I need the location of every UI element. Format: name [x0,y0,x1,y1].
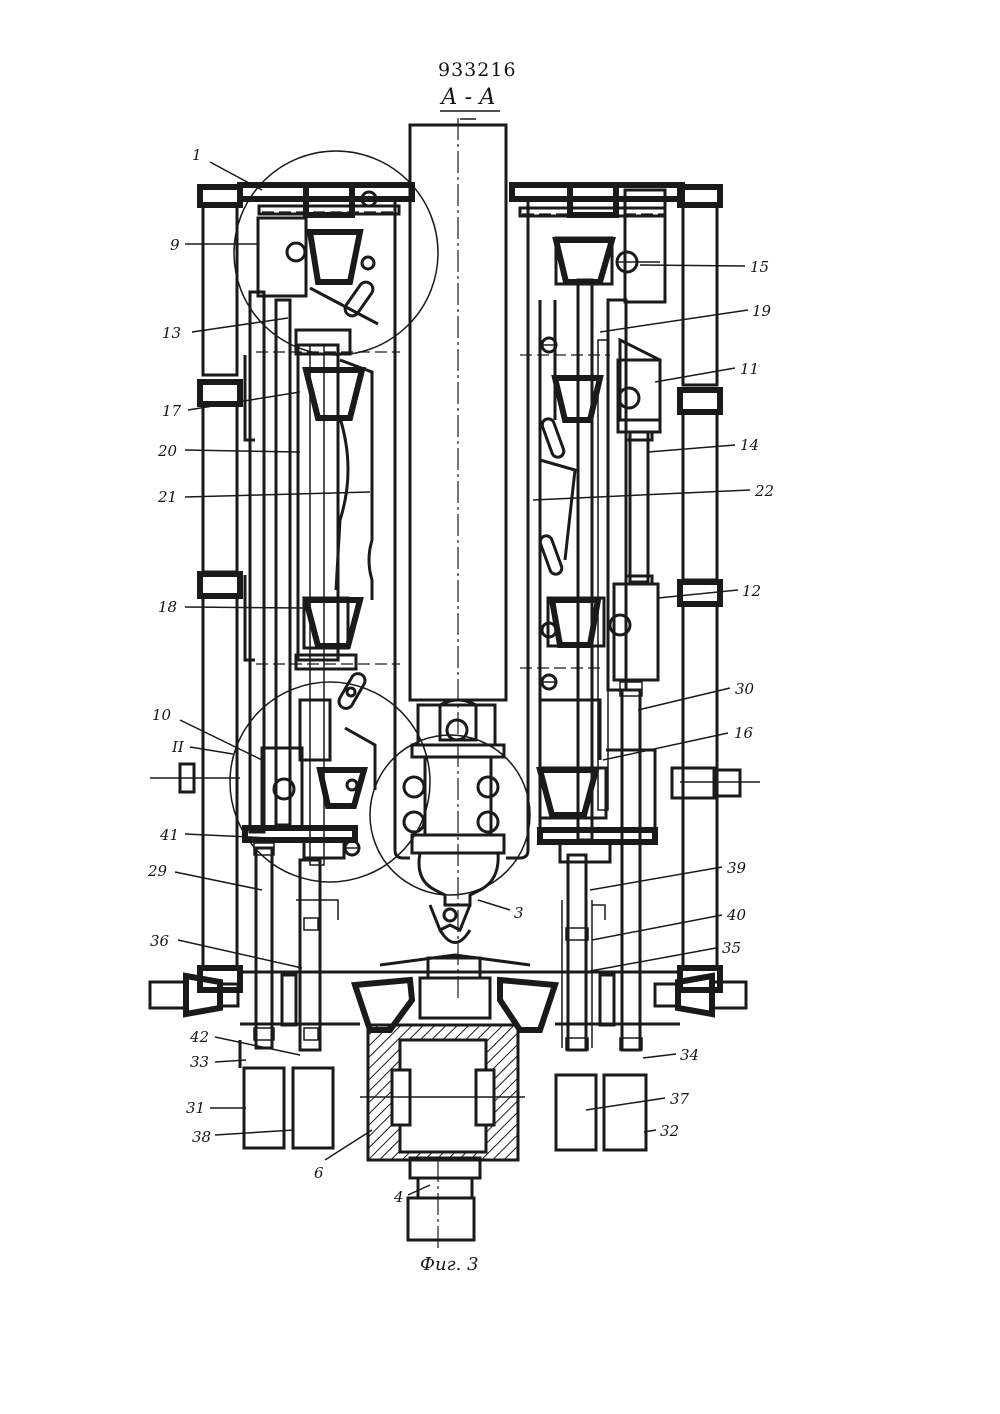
detail-circle-top [233,150,439,356]
leader-lines [174,161,751,1196]
callout-1: 1 [192,146,202,164]
coupling-3 [369,698,531,944]
callout-II: II [171,738,185,756]
callout-labels: 1 9 13 17 20 21 18 10 II 41 29 36 42 33 … [147,146,774,1206]
drawing: 1 9 13 17 20 21 18 10 II 41 29 36 42 33 … [147,118,774,1250]
callout-32: 32 [660,1122,679,1140]
callout-13: 13 [162,324,181,342]
callout-30: 30 [735,680,755,698]
callout-35: 35 [722,939,741,957]
callout-12: 12 [742,582,761,600]
drive-assembly [350,953,560,1250]
right-cylinders [554,681,648,1152]
callout-21: 21 [157,488,177,506]
detail-circle-II [229,681,431,883]
callout-20: 20 [157,442,178,460]
callout-41: 41 [159,826,179,844]
callout-29: 29 [147,862,168,880]
callout-34: 34 [680,1046,699,1064]
callout-14: 14 [740,436,759,454]
section-label: А - А [439,85,496,110]
callout-4: 4 [393,1188,404,1206]
callout-36: 36 [150,932,170,950]
callout-19: 19 [752,302,772,320]
callout-39: 39 [727,859,747,877]
callout-9: 9 [170,236,180,254]
callout-3: 3 [514,904,524,922]
left-cylinders [238,842,339,1150]
callout-40: 40 [726,906,747,924]
callout-17: 17 [162,402,182,420]
callout-42: 42 [189,1028,209,1046]
callout-37: 37 [670,1090,690,1108]
callout-11: 11 [740,360,759,378]
callout-38: 38 [192,1128,211,1146]
right-frame [509,182,723,993]
right-carriage [520,236,662,864]
callout-22: 22 [754,482,774,500]
callout-10: 10 [152,706,172,724]
figure-caption: Фиг. 3 [420,1254,479,1275]
patent-number: 933216 [438,59,517,81]
callout-15: 15 [750,258,769,276]
callout-18: 18 [158,598,177,616]
callout-6: 6 [314,1164,324,1182]
central-mast [393,118,530,1000]
left-carriage [229,150,439,883]
callout-31: 31 [186,1099,205,1117]
callout-33: 33 [190,1053,209,1071]
callout-16: 16 [734,724,754,742]
